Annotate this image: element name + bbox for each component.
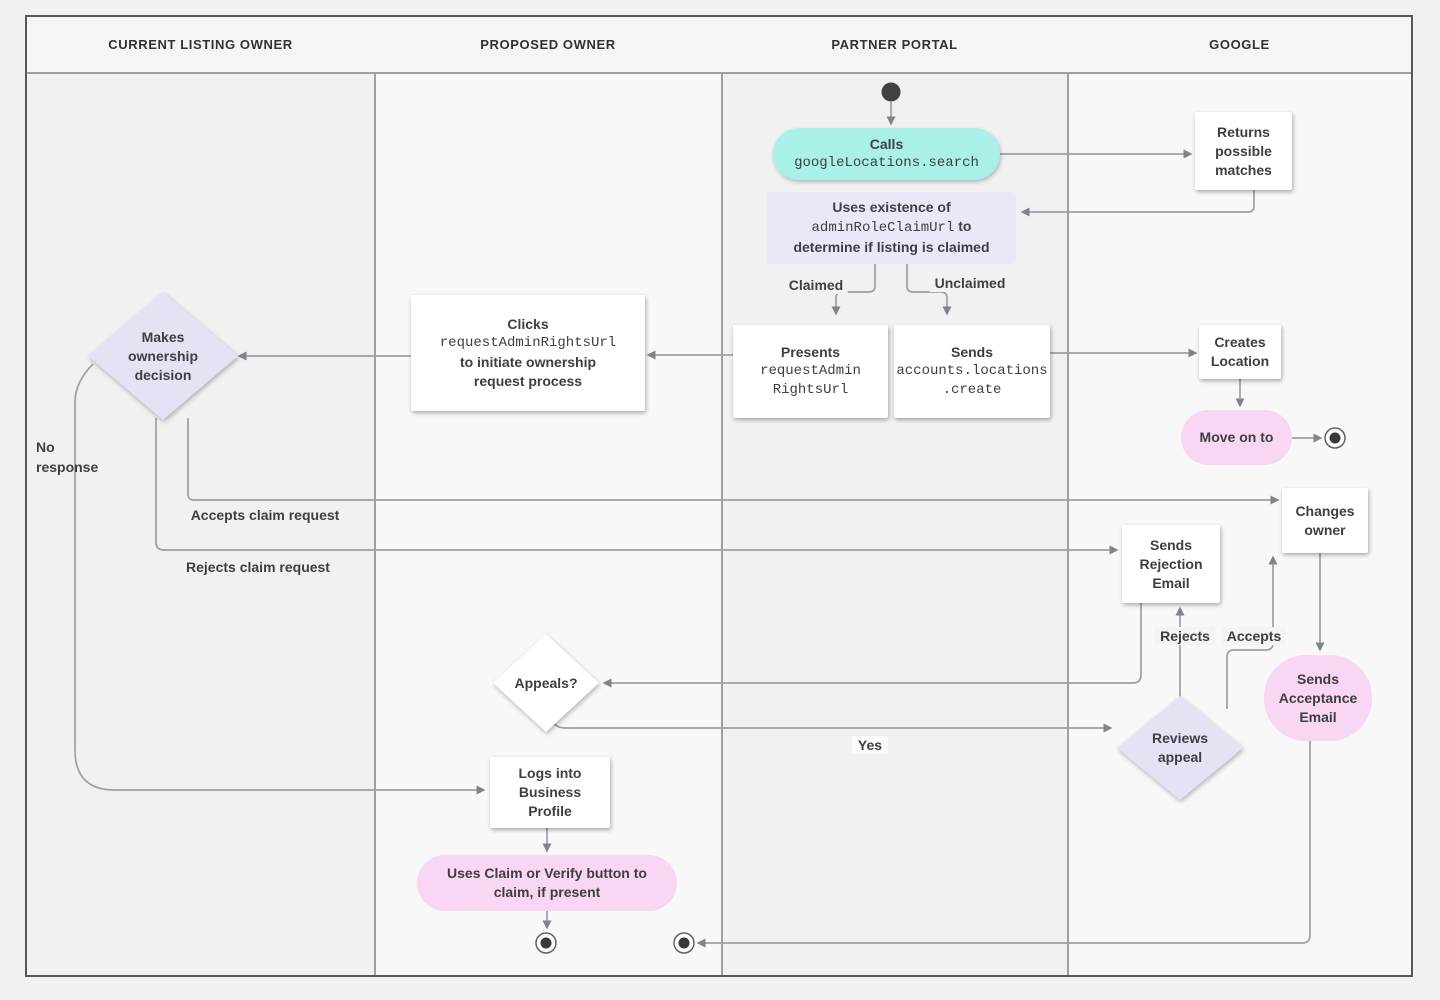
lane-divider — [374, 17, 376, 975]
decision-appeals: Appeals? — [493, 634, 599, 732]
lane-header-partner-portal: PARTNER PORTAL — [831, 37, 958, 52]
node-calls-googlelocations-search: Calls googleLocations.search — [773, 128, 1000, 180]
lane-current-listing-owner — [27, 17, 375, 975]
lane-divider — [1067, 17, 1069, 975]
edge-label-unclaimed: Unclaimed — [929, 274, 1011, 292]
node-presents-requestadminrightsurl: Presents requestAdmin RightsUrl — [733, 325, 888, 418]
lane-header-current-listing-owner: CURRENT LISTING OWNER — [108, 37, 293, 52]
edge-label-no-response: No response — [36, 439, 99, 475]
edge-label-accepts: Accepts — [1221, 627, 1287, 645]
edge-label-rejects: Rejects — [1155, 627, 1215, 645]
edge-label-claimed: Claimed — [783, 276, 849, 294]
node-clicks-requestadminrightsurl: Clicks requestAdminRightsUrl to initiate… — [411, 295, 645, 411]
node-returns-possible-matches: Returns possible matches — [1195, 112, 1292, 190]
lane-header-google: GOOGLE — [1209, 37, 1270, 52]
edge-label-accepts-claim-request: Accepts claim request — [190, 507, 340, 523]
note-uses-existence-adminroleclaimurl: Uses existence of adminRoleClaimUrl to d… — [767, 192, 1016, 264]
node-logs-into-business-profile: Logs into Business Profile — [490, 757, 610, 828]
edge-label-rejects-claim-request: Rejects claim request — [186, 559, 330, 575]
node-sends-acceptance-email: Sends Acceptance Email — [1264, 655, 1372, 741]
node-uses-claim-or-verify-button: Uses Claim or Verify button to claim, if… — [417, 855, 677, 911]
lane-headers: CURRENT LISTING OWNER PROPOSED OWNER PAR… — [27, 17, 1411, 74]
lane-header-proposed-owner: PROPOSED OWNER — [480, 37, 616, 52]
node-sends-accounts-locations-create: Sends accounts.locations .create — [894, 325, 1050, 418]
node-creates-location: Creates Location — [1199, 325, 1281, 379]
lane-divider — [721, 17, 723, 975]
lane-proposed-owner — [375, 17, 722, 975]
decision-makes-ownership-decision: Makes ownership decision — [88, 292, 238, 420]
node-sends-rejection-email: Sends Rejection Email — [1122, 525, 1220, 603]
node-move-on-to: Move on to — [1181, 410, 1292, 465]
decision-reviews-appeal: Reviews appeal — [1117, 696, 1243, 800]
edge-label-yes: Yes — [851, 736, 889, 754]
node-changes-owner: Changes owner — [1282, 488, 1368, 553]
node-label: Returns possible matches — [1215, 123, 1272, 178]
